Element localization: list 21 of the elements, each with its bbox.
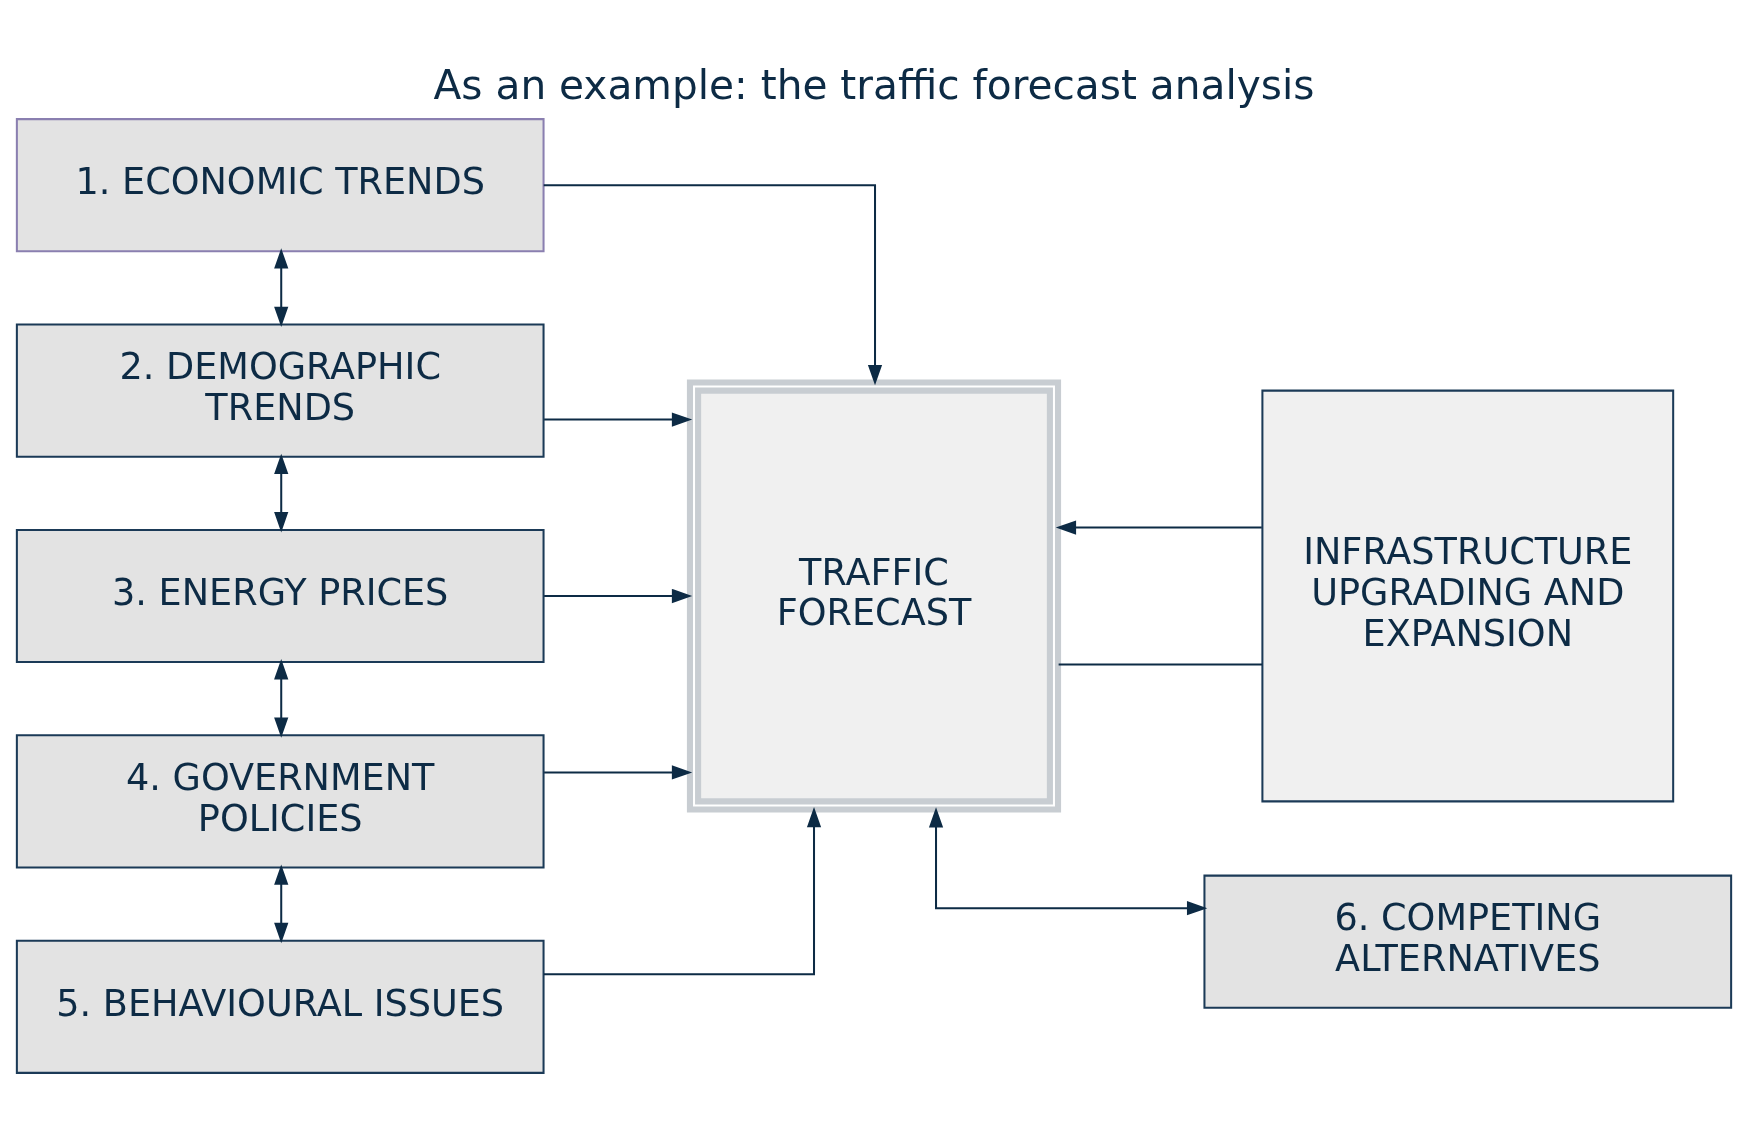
- node-box: 3. ENERGY PRICES: [15, 528, 545, 663]
- node-box: TRAFFIC FORECAST: [686, 378, 1062, 813]
- arrow: [928, 806, 1208, 915]
- node-box: INFRASTRUCTURE UPGRADING AND EXPANSION: [1261, 389, 1675, 802]
- connector: [1058, 662, 1263, 665]
- arrow: [544, 764, 693, 780]
- arrow: [544, 411, 693, 427]
- node-box: 1. ECONOMIC TRENDS: [15, 117, 545, 252]
- arrow: [543, 183, 883, 385]
- node-box: 6. COMPETING ALTERNATIVES: [1203, 874, 1733, 1009]
- arrow: [544, 588, 693, 603]
- arrow: [544, 806, 822, 975]
- node-box: 4. GOVERNMENT POLICIES: [15, 733, 545, 868]
- diagram-title: As an example: the traffic forecast analysis: [433, 60, 1315, 109]
- arrow: [274, 453, 289, 532]
- arrow: [274, 247, 289, 327]
- arrow: [274, 863, 289, 943]
- node-box: 2. DEMOGRAPHIC TRENDS: [15, 323, 545, 458]
- node-box: 5. BEHAVIOURAL ISSUES: [15, 939, 545, 1074]
- arrow: [1055, 519, 1262, 535]
- arrow: [274, 658, 289, 738]
